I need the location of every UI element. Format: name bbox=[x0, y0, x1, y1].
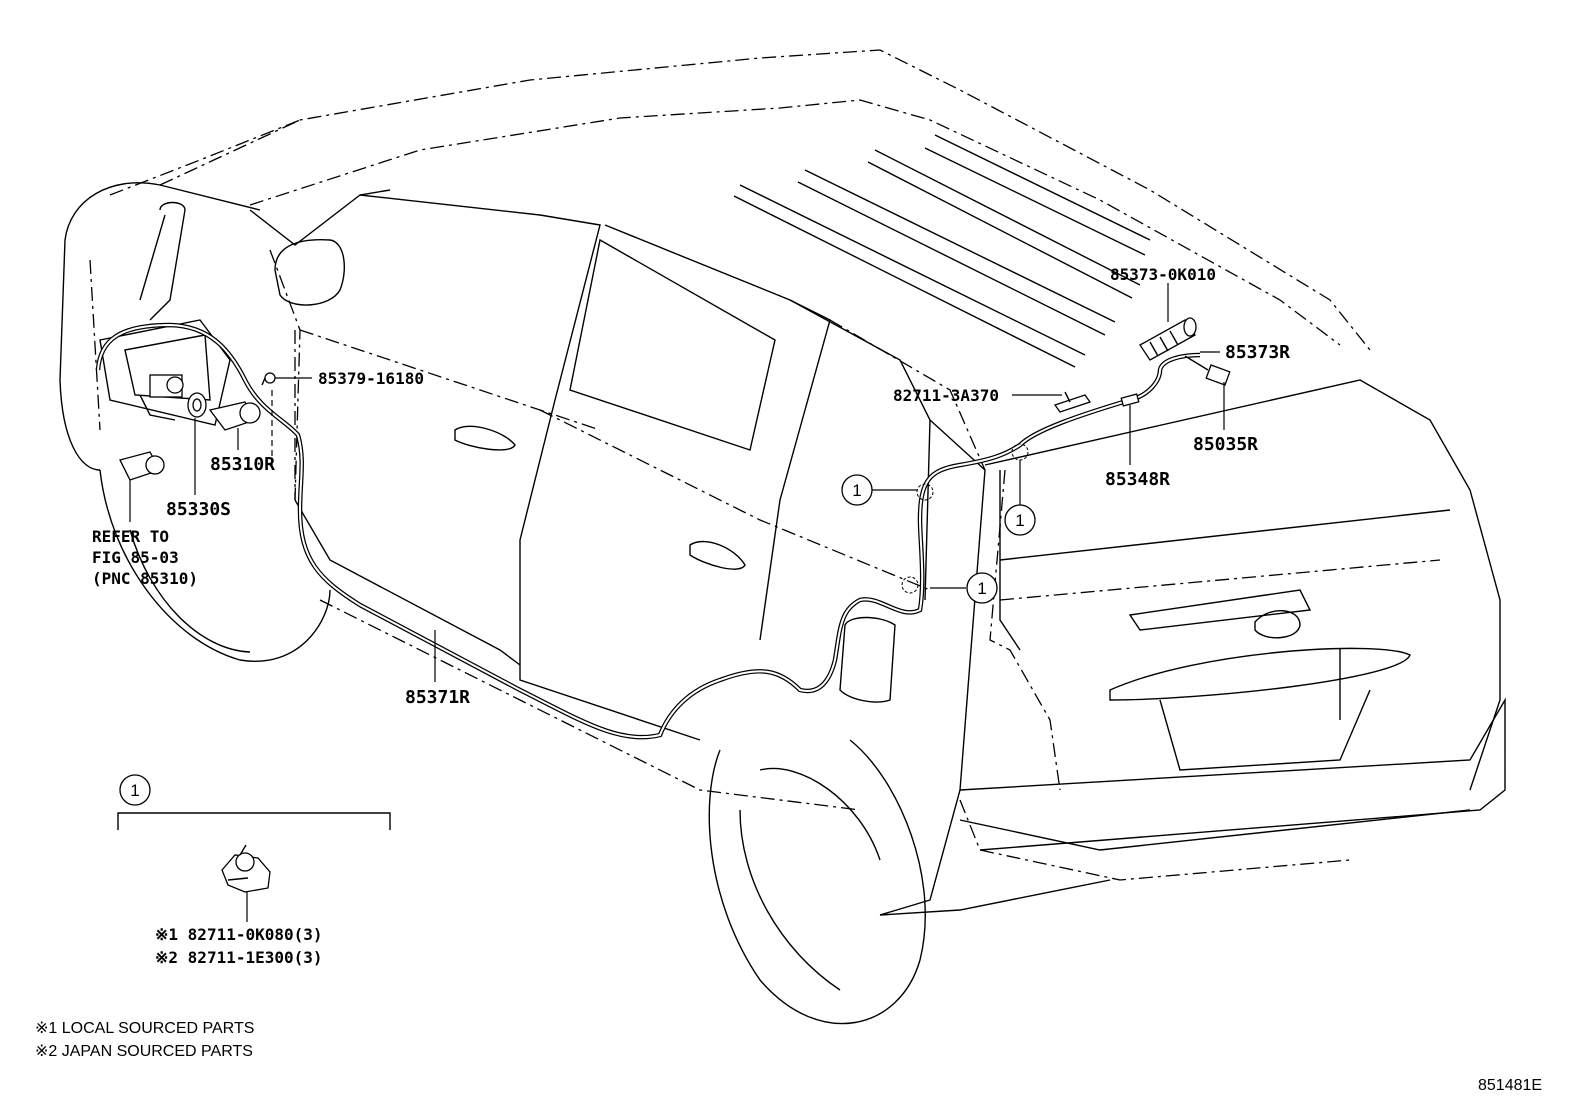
label-85330S: 85330S bbox=[166, 499, 231, 520]
footnote-japan: ※2 JAPAN SOURCED PARTS bbox=[35, 1043, 253, 1060]
clip-82711-detail bbox=[221, 844, 271, 922]
callout-1-b-text: 1 bbox=[977, 579, 986, 598]
detail-box: 1 ※1 82711-0K080(3) ※2 82711-1E300(3) bbox=[117, 774, 391, 967]
washer-hose bbox=[95, 322, 1201, 740]
label-85371R: 85371R bbox=[405, 687, 470, 708]
clamp-82711-3A370 bbox=[1053, 391, 1092, 413]
washer-pump-85310R bbox=[208, 401, 261, 431]
clip-85379-16180 bbox=[261, 372, 276, 386]
callout-1-a: 1 bbox=[841, 474, 873, 506]
detail-clip-2: ※2 82711-1E300(3) bbox=[155, 948, 323, 967]
label-85373R: 85373R bbox=[1225, 342, 1290, 363]
washer-tank-assembly bbox=[99, 201, 231, 426]
refer-line-1: REFER TO bbox=[92, 527, 169, 546]
label-85035R: 85035R bbox=[1193, 434, 1258, 455]
detail-clip-1: ※1 82711-0K080(3) bbox=[155, 925, 323, 944]
refer-line-3: (PNC 85310) bbox=[92, 569, 198, 588]
callout-1-a-text: 1 bbox=[852, 481, 861, 500]
callout-1-c-text: 1 bbox=[1015, 511, 1024, 530]
footnote-local: ※1 LOCAL SOURCED PARTS bbox=[35, 1020, 254, 1037]
vehicle-outline bbox=[59, 49, 1506, 1025]
washer-pump-ref bbox=[119, 451, 165, 481]
hose-joint-85373-0K010 bbox=[1139, 317, 1197, 361]
grommet-85330S bbox=[187, 392, 207, 418]
callout-1-b: 1 bbox=[966, 572, 998, 604]
figure-id: 851481E bbox=[1478, 1077, 1542, 1094]
detail-marker: 1 bbox=[130, 781, 139, 800]
check-valve-85348R bbox=[1120, 393, 1140, 407]
label-85310R: 85310R bbox=[210, 454, 275, 475]
refer-line-2: FIG 85-03 bbox=[92, 548, 179, 567]
leader-lines bbox=[129, 283, 1225, 682]
label-85373-0K010: 85373-0K010 bbox=[1110, 265, 1216, 284]
callout-1-c: 1 bbox=[1004, 504, 1036, 536]
nozzle-85035R bbox=[1205, 364, 1231, 386]
hose-85373R bbox=[1184, 355, 1209, 371]
label-82711-3A370: 82711-3A370 bbox=[893, 386, 999, 405]
label-85379-16180: 85379-16180 bbox=[318, 369, 424, 388]
label-85348R: 85348R bbox=[1105, 469, 1170, 490]
